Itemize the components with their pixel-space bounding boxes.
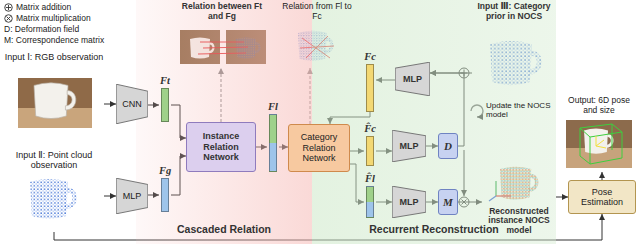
legend: Matrix additionMatrix multiplicationD: D… <box>4 2 104 46</box>
trapezoid-outline <box>116 178 148 214</box>
flow-arrow <box>602 172 603 180</box>
legend-symbol <box>4 14 13 23</box>
feature-vector <box>269 114 277 172</box>
feature-vector <box>161 178 169 212</box>
legend-symbol <box>4 3 13 12</box>
node-label: M <box>443 196 453 209</box>
feature-label: F̂l <box>365 172 375 185</box>
feature-vector <box>366 186 374 218</box>
encoder-block: MLP <box>392 186 426 218</box>
input-image: Input Ⅰ: RGB observation <box>4 52 104 132</box>
operator-circle <box>5 4 13 12</box>
operator-sign <box>7 17 11 21</box>
legend-text: Matrix multiplication <box>16 14 91 24</box>
feature-bar: Fc <box>364 50 376 112</box>
node-label: MLP <box>400 197 419 207</box>
matrix-box: D <box>438 133 458 159</box>
prior-point-cloud: Input Ⅲ: Category prior in NOCS <box>472 2 556 100</box>
mug <box>34 83 76 119</box>
feature-vector <box>366 64 374 112</box>
network-box: Category Relation Network <box>288 124 350 172</box>
photo-ground <box>18 78 92 128</box>
relation-figure: Relation between Ft and Fg <box>176 2 268 68</box>
output-photo <box>566 120 632 168</box>
trapezoid-outline <box>116 84 148 124</box>
node-label: Output: 6D pose and size <box>560 96 638 116</box>
node-label: Relation between Ft and Fg <box>176 2 268 22</box>
flow-arrow <box>104 196 116 197</box>
legend-text: M: Correspondence matrix <box>4 36 104 46</box>
pose-axes <box>596 136 606 148</box>
trapezoid-outline <box>395 62 430 96</box>
point-cloud <box>30 179 77 219</box>
feature-bar: Fl <box>267 100 279 172</box>
rgb-photo <box>18 78 92 128</box>
node-label: MLP <box>123 191 142 201</box>
feature-label: Fg <box>159 164 171 177</box>
node-label: Category Relation Network <box>291 132 347 163</box>
node-label: Pose Estimation <box>571 187 633 208</box>
node-label: Relation from Fl to Fc <box>282 2 352 22</box>
legend-row: M: Correspondence matrix <box>4 35 104 46</box>
photo-ground <box>566 120 632 168</box>
mug <box>584 129 614 154</box>
legend-row: Matrix addition <box>4 2 104 13</box>
node-label: Reconstructed instance NOCS model <box>482 207 556 236</box>
feature-label: F̂c <box>364 122 376 135</box>
legend-row: Matrix multiplication <box>4 13 104 24</box>
node-label: MLP <box>400 141 419 151</box>
operator-circle <box>5 15 13 23</box>
legend-row: D: Deformation field <box>4 24 104 35</box>
node-label: D <box>444 140 452 153</box>
node-label: Instance Relation Network <box>189 131 253 162</box>
node-label: Input Ⅰ: RGB observation <box>5 52 104 62</box>
matrix-box: M <box>438 189 458 215</box>
feature-label: Fc <box>364 50 376 63</box>
feature-bar: F̂l <box>364 172 376 218</box>
feature-vector <box>161 88 169 122</box>
feature-label: Ft <box>160 74 170 87</box>
reconstructed-model: Reconstructed instance NOCS model <box>482 164 556 236</box>
node-label: CNN <box>122 99 142 109</box>
pose-box <box>580 124 622 164</box>
feature-bar: Ft <box>159 74 171 122</box>
feature-vector <box>366 136 374 166</box>
trapezoid-outline <box>392 186 426 218</box>
stage-label: Cascaded Relation <box>177 223 271 235</box>
node-label: MLP <box>403 74 422 84</box>
operator-sign <box>6 5 11 10</box>
input-point-cloud: Input Ⅱ: Point cloud observation <box>4 150 104 232</box>
network-box: Instance Relation Network <box>186 122 256 172</box>
encoder-block: CNN <box>116 84 148 124</box>
note-label: Update the NOCS model <box>486 101 556 119</box>
node-label: Input Ⅱ: Point cloud observation <box>4 150 104 171</box>
encoder-block: MLP <box>395 62 430 96</box>
encoder-block: MLP <box>116 178 148 214</box>
trapezoid-outline <box>392 130 426 162</box>
flow-arrow <box>104 104 116 105</box>
feature-bar: F̂c <box>364 122 376 166</box>
output-figure: Output: 6D pose and size <box>560 96 638 172</box>
stage-band: Recurrent Reconstruction Input Ⅲ: Categor… <box>312 0 556 244</box>
relation-figure: Relation from Fl to Fc <box>282 2 352 68</box>
stage-band: Cascaded Relation FtFg Relation between Ft… <box>136 0 312 244</box>
flow-arrow <box>556 197 568 198</box>
stage-label: Recurrent Reconstruction <box>369 223 499 235</box>
pose-box: Pose Estimation <box>568 180 636 214</box>
encoder-block: MLP <box>392 130 426 162</box>
legend-text: Matrix addition <box>16 3 71 13</box>
node-label: Input Ⅲ: Category prior in NOCS <box>472 2 556 22</box>
legend-text: D: Deformation field <box>4 25 79 35</box>
feature-label: Fl <box>268 100 278 113</box>
feature-bar: Fg <box>159 164 171 212</box>
